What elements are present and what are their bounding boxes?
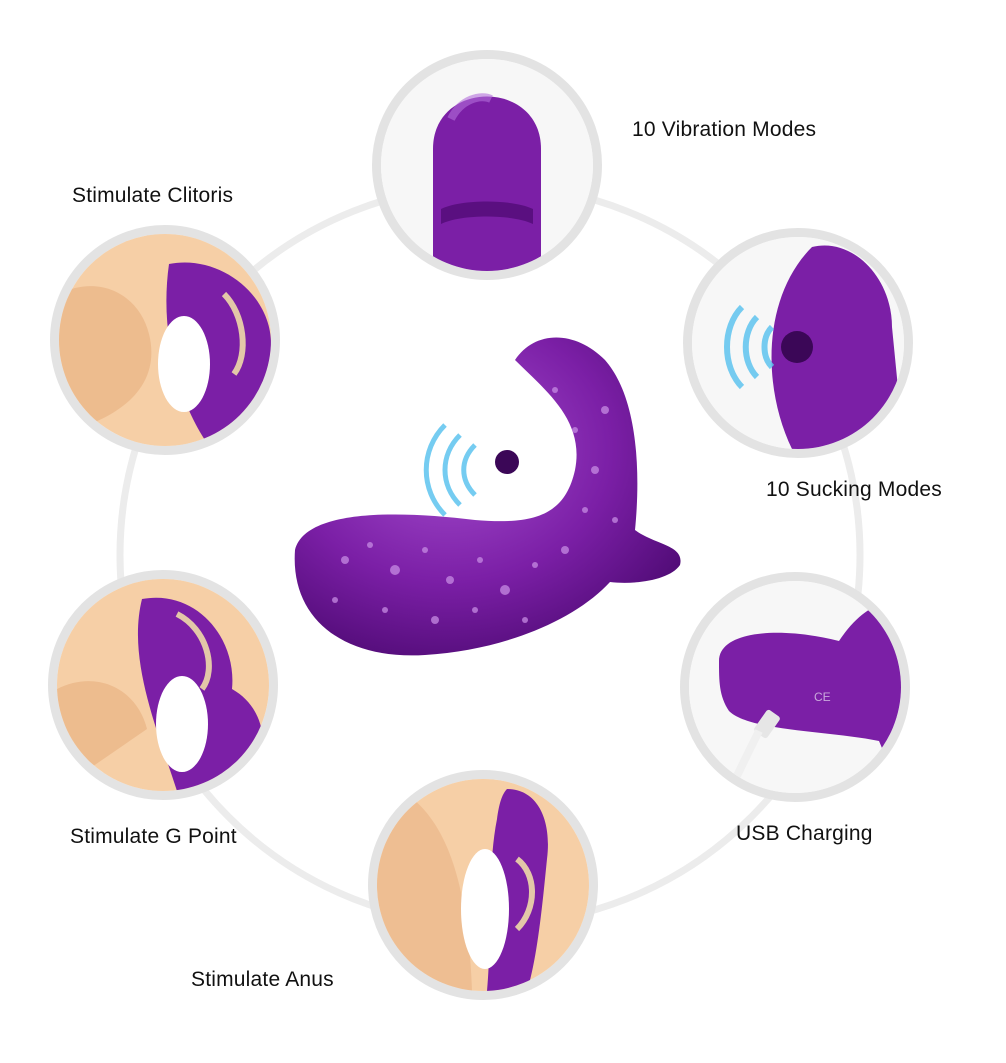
label-vibration-modes: 10 Vibration Modes [632, 118, 817, 141]
gpoint-detail-image [48, 570, 278, 800]
label-stimulate-anus: Stimulate Anus [191, 968, 334, 991]
product-hero-image [275, 320, 705, 680]
usb-charging-detail-image: CE [680, 572, 910, 802]
clitoris-detail-image [50, 225, 280, 455]
label-stimulate-g-point: Stimulate G Point [70, 825, 237, 848]
sucking-detail-image [683, 228, 913, 458]
label-sucking-modes: 10 Sucking Modes [766, 478, 942, 501]
svg-text:CE: CE [814, 690, 831, 704]
label-stimulate-clitoris: Stimulate Clitoris [72, 184, 234, 207]
label-usb-charging: USB Charging [736, 822, 873, 845]
anus-detail-image [368, 770, 598, 1000]
vibration-detail-image [372, 50, 602, 280]
